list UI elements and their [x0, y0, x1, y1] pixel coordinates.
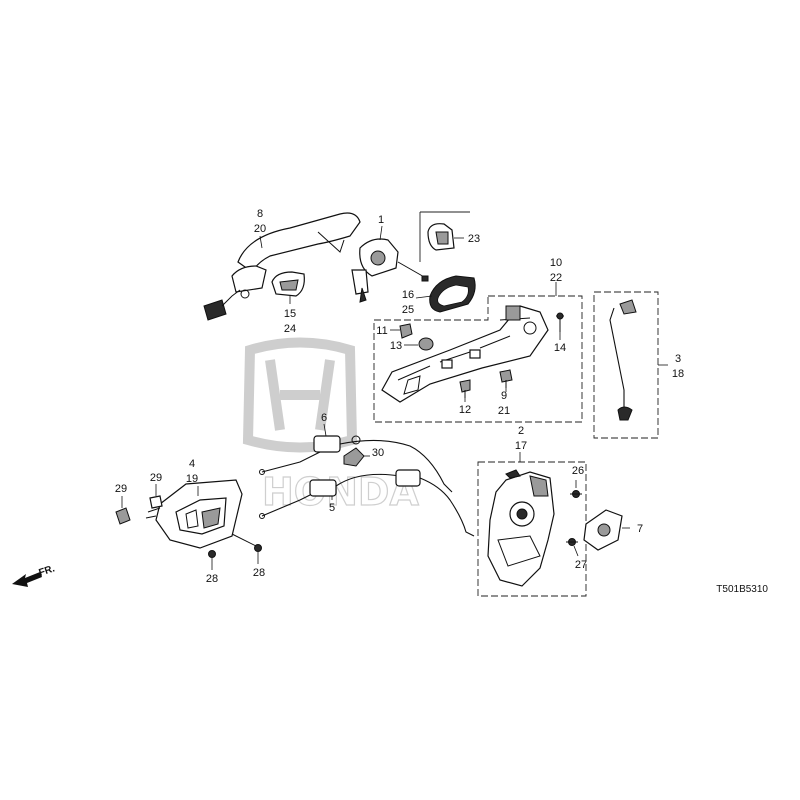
outer-door-handle-part: [203, 212, 361, 321]
callout-30: 30: [372, 447, 384, 459]
part-10-group-box: [373, 295, 583, 423]
screw-14-part: [556, 312, 564, 332]
svg-text:20: 20: [254, 223, 266, 235]
callout-29a: 29: [115, 483, 127, 495]
svg-text:25: 25: [402, 304, 414, 316]
inner-cable-5-part: [259, 469, 475, 537]
svg-text:26: 26: [572, 465, 584, 477]
svg-text:18: 18: [672, 368, 684, 380]
svg-text:14: 14: [554, 342, 566, 354]
handle-cover-part: [427, 223, 455, 251]
callout-28a: 28: [206, 573, 218, 585]
callout-13: 13: [390, 340, 402, 352]
callout-12: 12: [459, 404, 471, 416]
honda-watermark-logo-icon: [242, 337, 358, 453]
handle-bezel-part: [271, 271, 305, 297]
svg-text:12: 12: [459, 404, 471, 416]
callout-26: 26: [572, 465, 584, 477]
callout-7: 7: [637, 523, 643, 535]
svg-text:28: 28: [253, 567, 265, 579]
handle-gasket-part: [429, 275, 476, 313]
callout-4-19: 4 19: [186, 458, 198, 485]
front-direction-arrow-icon: [12, 572, 42, 587]
callout-28b: 28: [253, 567, 265, 579]
svg-text:7: 7: [637, 523, 643, 535]
svg-text:16: 16: [402, 289, 414, 301]
leader-lines: [121, 225, 668, 570]
callout-11: 11: [376, 325, 387, 337]
callout-8-20: 8 20: [254, 208, 266, 235]
lock-rod-part: [609, 299, 637, 421]
svg-text:23: 23: [468, 233, 480, 245]
svg-text:27: 27: [575, 559, 587, 571]
callout-23: 23: [468, 233, 480, 245]
svg-text:28: 28: [206, 573, 218, 585]
callout-9-21: 9 21: [498, 390, 510, 417]
inner-door-handle-part: [145, 479, 243, 549]
callout-15-24: 15 24: [284, 308, 296, 335]
svg-text:5: 5: [329, 502, 335, 514]
callout-29b: 29: [150, 472, 162, 484]
screw-26-part: [570, 490, 582, 498]
svg-text:2: 2: [518, 425, 524, 437]
callout-6: 6: [321, 412, 327, 424]
handle-base-frame-part: [381, 305, 549, 403]
clip-12-part: [459, 379, 471, 398]
callout-1: 1: [378, 214, 384, 226]
svg-text:17: 17: [515, 440, 527, 452]
svg-text:9: 9: [501, 390, 507, 402]
svg-text:11: 11: [376, 325, 387, 337]
grommet-13-part: [418, 337, 434, 351]
part-23-corner-bracket: [419, 211, 470, 262]
svg-text:8: 8: [257, 208, 263, 220]
svg-text:22: 22: [550, 272, 562, 284]
door-striker-part: [583, 509, 623, 551]
svg-text:21: 21: [498, 405, 510, 417]
callout-14: 14: [554, 342, 566, 354]
svg-text:13: 13: [390, 340, 402, 352]
svg-text:1: 1: [378, 214, 384, 226]
svg-text:29: 29: [150, 472, 162, 484]
svg-text:30: 30: [372, 447, 384, 459]
svg-text:4: 4: [189, 458, 195, 470]
svg-text:3: 3: [675, 353, 681, 365]
clip-9-part: [499, 369, 513, 388]
svg-text:15: 15: [284, 308, 296, 320]
callout-5: 5: [329, 502, 335, 514]
diagram-part-code: T501B5310: [716, 584, 768, 595]
svg-text:19: 19: [186, 473, 198, 485]
inner-cable-6-part: [259, 435, 453, 493]
clip-29a-part: [115, 507, 131, 525]
callout-27: 27: [575, 559, 587, 571]
svg-text:10: 10: [550, 257, 562, 269]
callout-3-18: 3 18: [672, 353, 684, 380]
front-direction-label: FR.: [38, 563, 57, 579]
callout-10-22: 10 22: [550, 257, 562, 284]
svg-text:24: 24: [284, 323, 296, 335]
svg-text:29: 29: [115, 483, 127, 495]
screw-28b-part: [231, 533, 262, 552]
cable-clip-30-part: [343, 447, 365, 467]
key-cylinder-part: [351, 238, 429, 303]
callout-16-25: 16 25: [402, 289, 414, 316]
screw-28a-part: [208, 550, 216, 558]
svg-text:6: 6: [321, 412, 327, 424]
door-latch-actuator-part: [487, 469, 555, 587]
callout-2-17: 2 17: [515, 425, 527, 452]
clip-29b-part: [149, 495, 163, 509]
watermark-text: HONDA: [262, 470, 419, 514]
clip-11-part: [399, 323, 413, 339]
screw-27-part: [566, 538, 578, 546]
